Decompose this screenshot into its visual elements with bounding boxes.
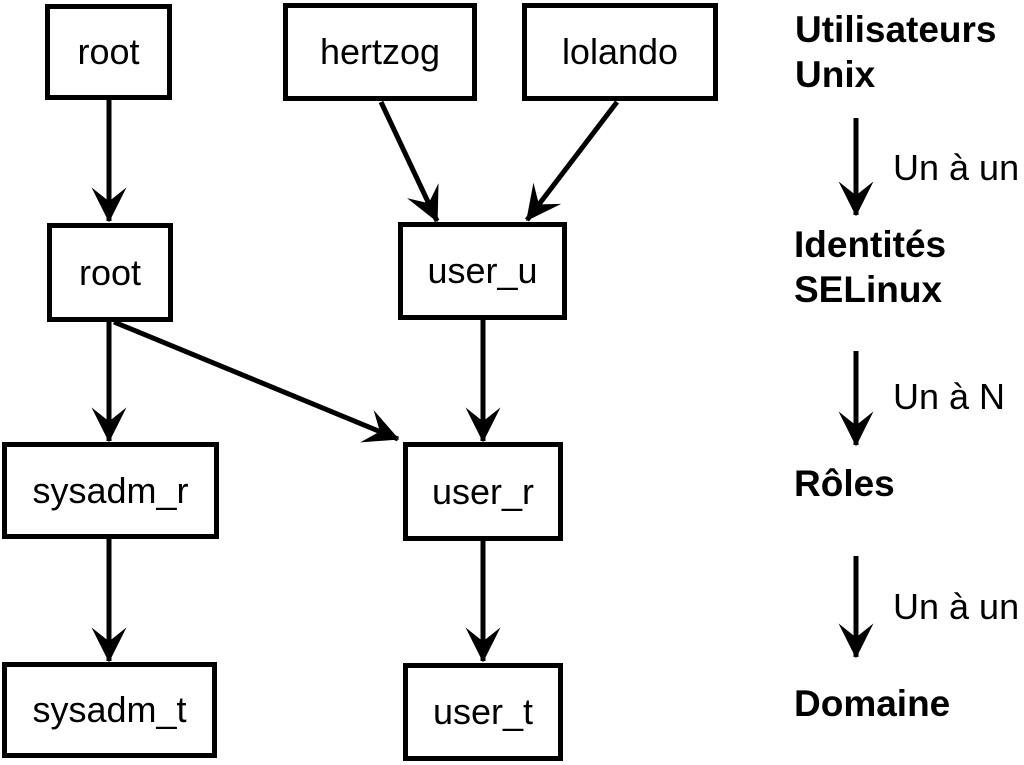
node-sysadm-t: sysadm_t xyxy=(2,662,217,758)
node-selinux-root: root xyxy=(47,223,173,322)
node-unix-hertzog-label: hertzog xyxy=(319,31,441,72)
legend-level-utilisateurs-unix: Utilisateurs Unix xyxy=(795,9,997,95)
legend-level-identites-selinux: Identités SELinux xyxy=(794,224,947,310)
arrow-lolando-to-user-u-icon xyxy=(525,100,619,222)
node-sysadm-r-label: sysadm_r xyxy=(32,469,189,511)
node-unix-root: root xyxy=(45,4,172,100)
node-unix-hertzog: hertzog xyxy=(283,3,477,101)
node-unix-root-label: root xyxy=(77,31,140,72)
node-user-t: user_t xyxy=(403,663,563,761)
node-user-r: user_r xyxy=(403,442,563,541)
arrow-selinux-root-to-user-r-icon xyxy=(113,319,400,443)
node-unix-lolando-label: lolando xyxy=(561,31,679,72)
legend-level-domaine: Domaine xyxy=(794,683,951,724)
legend-relation-un-a-un-2: Un à un xyxy=(893,586,1020,627)
node-selinux-root-label: root xyxy=(78,251,142,293)
node-user-t-label: user_t xyxy=(432,691,534,732)
node-sysadm-r: sysadm_r xyxy=(2,442,219,539)
legend-level-roles: Rôles xyxy=(794,463,895,504)
node-user-r-label: user_r xyxy=(431,470,535,512)
node-sysadm-t-label: sysadm_t xyxy=(32,689,187,730)
node-unix-lolando: lolando xyxy=(522,3,718,101)
legend-relation-un-a-n: Un à N xyxy=(893,376,1006,417)
legend-relation-un-a-un-1: Un à un xyxy=(893,147,1020,188)
node-user-u: user_u xyxy=(398,222,567,320)
node-user-u-label: user_u xyxy=(427,250,538,291)
arrow-hertzog-to-user-u-icon xyxy=(378,100,440,223)
